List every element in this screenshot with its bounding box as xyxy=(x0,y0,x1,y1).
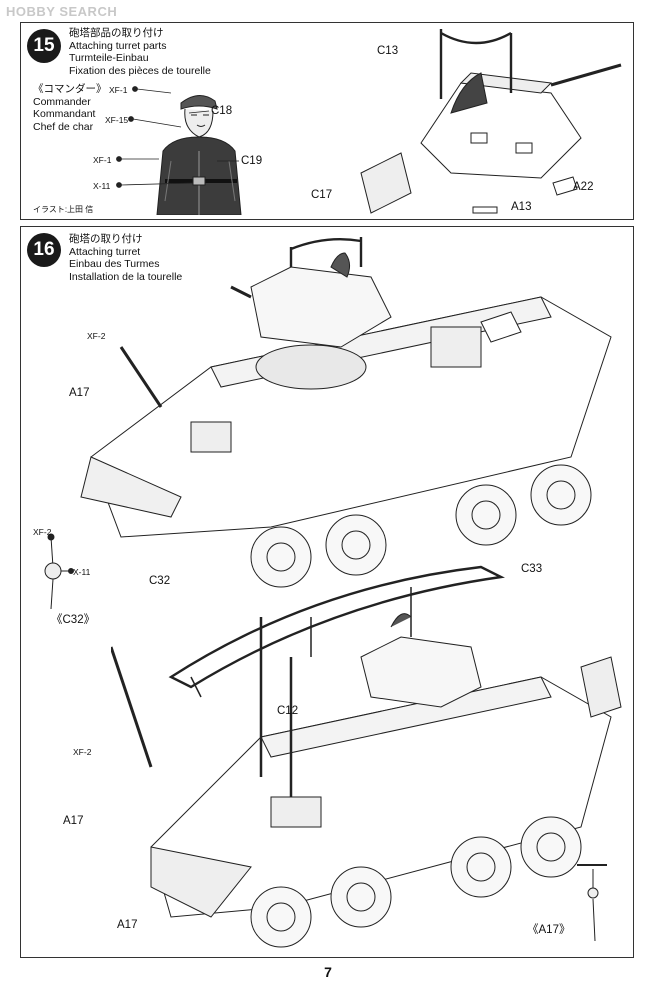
part-c32-label: C32 xyxy=(149,575,171,587)
commander-callout-lines xyxy=(21,23,633,219)
page-number: 7 xyxy=(324,964,332,980)
part-c18-label: C18 xyxy=(211,105,233,117)
commander-fr: Chef de char xyxy=(33,120,94,133)
turret-parts-illustration xyxy=(321,23,631,219)
step-16-titles: 砲塔の取り付け Attaching turret Einbau des Turm… xyxy=(69,233,182,283)
step-16-panel: 16 砲塔の取り付け Attaching turret Einbau des T… xyxy=(20,226,634,958)
part-c12-label: C12 xyxy=(277,705,299,717)
a17-detail-caption: 《A17》 xyxy=(527,924,571,936)
step-15-title-en: Attaching turret parts xyxy=(69,39,167,52)
step-15-panel: 15 砲塔部品の取り付け Attaching turret parts Turm… xyxy=(20,22,634,220)
step-16-title-fr: Installation de la tourelle xyxy=(69,270,183,283)
commander-caption: 《コマンダー》 Commander Kommandant Chef de cha… xyxy=(33,83,107,133)
step-15-title-ja: 砲塔部品の取り付け xyxy=(69,27,164,39)
part-c19-label: C19 xyxy=(241,155,263,167)
part-a22-label: A22 xyxy=(573,181,594,193)
step-15-titles: 砲塔部品の取り付け Attaching turret parts Turmtei… xyxy=(69,27,211,77)
commander-figure-illustration xyxy=(141,81,261,215)
part-c13-label: C13 xyxy=(377,45,399,57)
step-number-16: 16 xyxy=(27,233,61,267)
part-c17-label: C17 xyxy=(311,189,333,201)
step-15-title-fr: Fixation des pièces de tourelle xyxy=(69,64,211,77)
paint-xf1-uniform: XF-1 xyxy=(93,155,112,165)
part-a17-lower-label: A17 xyxy=(117,919,138,931)
part-a13-label: A13 xyxy=(511,201,532,213)
part-a17-upper-label: A17 xyxy=(69,387,90,399)
step-16-title-en: Attaching turret xyxy=(69,245,141,258)
commander-de: Kommandant xyxy=(33,108,96,120)
c32-detail-caption: 《C32》 xyxy=(51,614,96,626)
c32-paint-xf2: XF-2 xyxy=(33,527,52,537)
paint-xf2-antenna-top: XF-2 xyxy=(87,331,106,341)
commander-en: Commander xyxy=(33,95,91,108)
step-number-15: 15 xyxy=(27,29,61,63)
armored-car-upper-illustration xyxy=(61,227,621,597)
c32-paint-x11: X-11 xyxy=(73,567,91,577)
step-15-title-de: Turmteile-Einbau xyxy=(69,52,149,64)
armored-car-lower-illustration xyxy=(111,557,631,957)
paint-xf15-collar: XF-15 xyxy=(105,115,129,125)
part-a17-mid-label: A17 xyxy=(63,815,84,827)
paint-xf1-cap: XF-1 xyxy=(109,85,128,95)
illustration-credit: イラスト:上田 信 xyxy=(33,205,94,214)
a17-detail-illustration xyxy=(569,859,619,949)
part-c33-label: C33 xyxy=(521,563,543,575)
paint-x11-buckle: X-11 xyxy=(93,181,111,191)
commander-ja: 《コマンダー》 xyxy=(33,83,107,95)
step-16-title-de: Einbau des Turmes xyxy=(69,258,160,270)
c32-detail-illustration xyxy=(31,527,91,617)
step-16-title-ja: 砲塔の取り付け xyxy=(69,233,143,245)
paint-xf2-lower: XF-2 xyxy=(73,747,92,757)
watermark-logo: HOBBY SEARCH xyxy=(6,4,118,19)
